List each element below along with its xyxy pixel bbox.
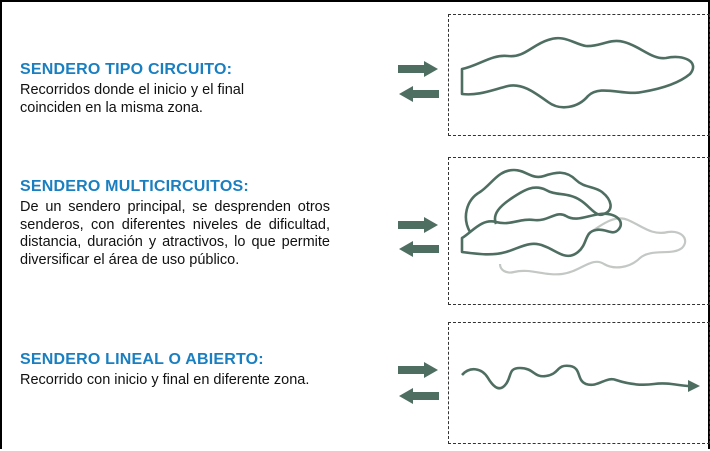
circuit-trail-icon bbox=[460, 36, 695, 109]
arrow-left-icon bbox=[399, 86, 439, 102]
linear-description: Recorrido con inicio y final en diferent… bbox=[20, 372, 310, 388]
multicircuit-trail-icon bbox=[460, 212, 623, 258]
multicircuit-description: De un sendero principal, se desprenden o… bbox=[20, 199, 330, 268]
arrow-left-icon bbox=[399, 241, 439, 257]
linear-trail-icon bbox=[461, 364, 691, 390]
multicircuit-branch-trail-icon bbox=[498, 217, 687, 276]
circuit-description-line-2: coinciden en la misma zona. bbox=[20, 99, 203, 116]
multicircuit-upper-trail-icon bbox=[464, 168, 612, 233]
circuit-description-line-1: Recorridos donde el inicio y el final bbox=[20, 82, 245, 98]
arrow-right-icon bbox=[398, 217, 438, 233]
linear-heading: SENDERO LINEAL O ABIERTO: bbox=[20, 351, 264, 368]
multicircuit-heading: SENDERO MULTICIRCUITOS: bbox=[20, 178, 249, 195]
circuit-description: Recorridos donde el inicio y el final co… bbox=[20, 82, 340, 117]
arrow-right-icon bbox=[398, 362, 438, 378]
section-linear: SENDERO LINEAL O ABIERTO: Recorrido con … bbox=[20, 350, 330, 390]
circuit-heading: SENDERO TIPO CIRCUITO: bbox=[20, 61, 233, 78]
section-circuit: SENDERO TIPO CIRCUITO: Recorridos donde … bbox=[20, 60, 340, 117]
section-multicircuit: SENDERO MULTICIRCUITOS: De un sendero pr… bbox=[20, 177, 330, 269]
arrow-right-icon bbox=[398, 61, 438, 77]
linear-trail-end-arrow-icon bbox=[688, 380, 700, 392]
arrow-left-icon bbox=[399, 388, 439, 404]
